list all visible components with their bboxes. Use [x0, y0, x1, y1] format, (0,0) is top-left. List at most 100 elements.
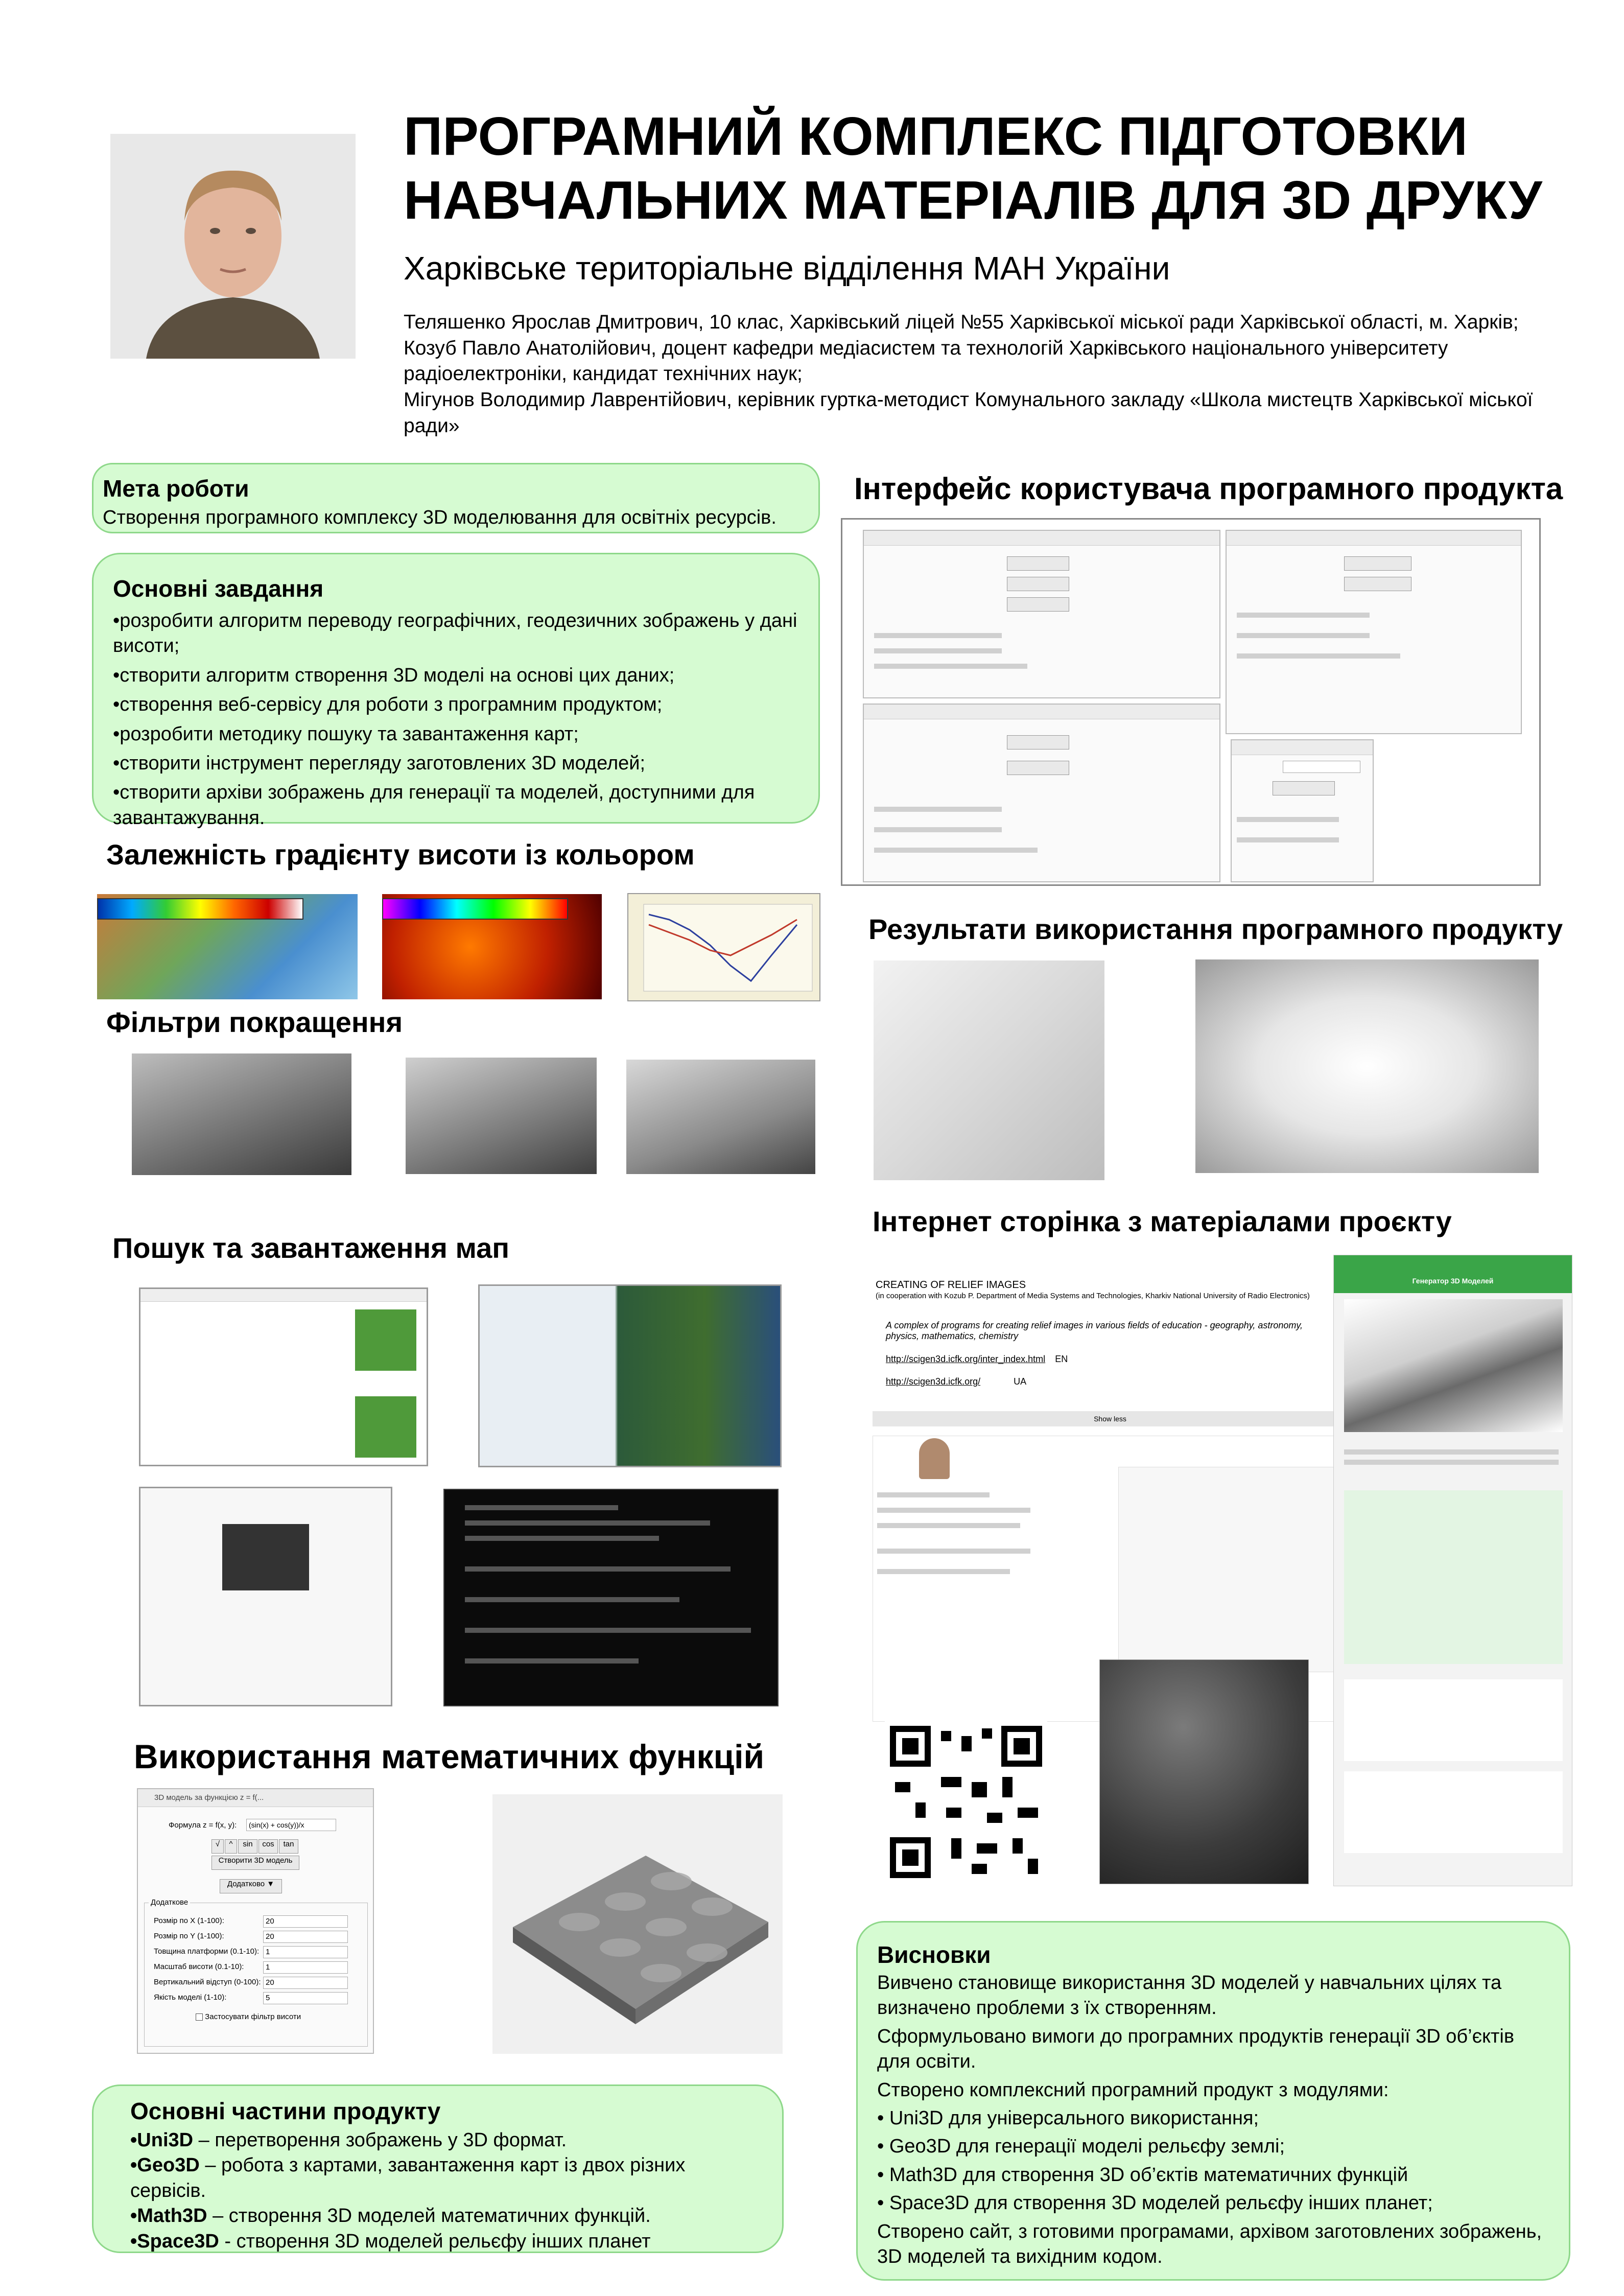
web-heading: CREATING OF RELIEF IMAGES — [876, 1279, 1026, 1291]
console-line — [465, 1658, 639, 1664]
part-name: •Geo3D — [130, 2154, 200, 2176]
platform-thickness-value: 1 — [266, 1948, 270, 1956]
model-quality-input[interactable]: 5 — [263, 1992, 348, 2004]
cos-button[interactable]: cos — [258, 1839, 278, 1854]
result-print-1 — [874, 960, 1104, 1180]
model-quality-label: Якість моделі (1-10): — [154, 1993, 227, 2002]
author-photo-illustration — [110, 134, 356, 359]
ui-window-image-to-3d — [863, 530, 1220, 698]
checkbox-box — [196, 2013, 203, 2021]
task-item: •розробити алгоритм переводу географічни… — [113, 610, 797, 657]
web-link-ua[interactable]: http://scigen3d.icfk.org/ — [886, 1376, 981, 1387]
site-text-line — [1344, 1449, 1559, 1455]
site-text-line — [1344, 1460, 1559, 1465]
math-surface-svg — [513, 1856, 768, 2024]
ui-window-titlebar — [864, 705, 1219, 719]
profile-text-line — [877, 1492, 990, 1497]
conclusions-title: Висновки — [877, 1941, 991, 1968]
show-less-button[interactable]: Show less — [873, 1411, 1348, 1426]
gradient-map-2 — [382, 894, 602, 999]
part-space3d: •Space3D - створення 3D моделей рельєфу … — [130, 2229, 745, 2254]
power-button[interactable]: ^ — [225, 1839, 237, 1854]
ui-window-button — [1007, 735, 1069, 749]
profile-model-list — [1118, 1467, 1344, 1672]
vertical-offset-input[interactable]: 20 — [263, 1977, 348, 1989]
ui-window-button — [1007, 577, 1069, 591]
model-quality-value: 5 — [266, 1994, 270, 2002]
part-name: •Space3D — [130, 2230, 219, 2252]
height-scale-label: Масштаб висоти (0.1-10): — [154, 1962, 244, 1971]
relief-map-screenshot — [1099, 1659, 1309, 1884]
height-filter-label: Застосувати фільтр висоти — [205, 2012, 301, 2021]
parts-box: Основні частини продукту •Uni3D – перетв… — [92, 2084, 784, 2253]
conclusions-box: Висновки Вивчено становище використання … — [856, 1921, 1570, 2281]
platform-thickness-input[interactable]: 1 — [263, 1946, 348, 1958]
formula-input[interactable]: (sin(x) + cos(y))/x — [246, 1819, 336, 1831]
tasks-box: Основні завдання •розробити алгоритм пер… — [92, 553, 820, 829]
extra-group-label: Додаткове — [149, 1898, 191, 1907]
authors-block: Теляшенко Ярослав Дмитрович, 10 клас, Ха… — [404, 310, 1563, 439]
sqrt-button[interactable]: √ — [211, 1839, 224, 1854]
ui-window-titlebar — [1232, 740, 1373, 755]
conclusion-line: Сформульовано вимоги до програмних проду… — [877, 2025, 1515, 2073]
height-scale-input[interactable]: 1 — [263, 1961, 348, 1974]
author-photo — [110, 134, 356, 359]
formula-label: Формула z = f(x, y): — [169, 1821, 237, 1830]
ui-screenshots-panel — [841, 518, 1541, 886]
poster-title-line1: ПРОГРАМНИЙ КОМПЛЕКС ПІДГОТОВКИ — [404, 106, 1468, 167]
ui-window-geo3d — [863, 704, 1220, 882]
console-output-screenshot — [443, 1489, 779, 1706]
goal-box: Мета роботи Створення програмного компле… — [92, 463, 820, 533]
goal-title: Мета роботи — [103, 475, 249, 502]
part-desc: – створення 3D моделей математичних функ… — [207, 2205, 651, 2227]
web-page-screenshot: CREATING OF RELIEF IMAGES (in cooperatio… — [873, 1276, 1348, 1430]
web-link-en-lang: EN — [1055, 1354, 1068, 1364]
profile-avatar — [919, 1438, 950, 1479]
result-print-2 — [1195, 959, 1539, 1173]
part-desc: – перетворення зображень у 3D формат. — [193, 2129, 567, 2151]
cos-button-label: cos — [262, 1840, 274, 1848]
size-y-input[interactable]: 20 — [263, 1931, 348, 1943]
filters-section-title: Фільтри покращення — [106, 1006, 403, 1038]
web-link-ua-lang: UA — [1014, 1376, 1027, 1387]
part-desc: - створення 3D моделей рельєфу інших пла… — [219, 2230, 651, 2252]
create-model-label: Створити 3D модель — [218, 1856, 293, 1865]
web-link-en[interactable]: http://scigen3d.icfk.org/inter_index.htm… — [886, 1354, 1046, 1364]
author-1: Теляшенко Ярослав Дмитрович, 10 клас, Ха… — [404, 311, 1519, 333]
conclusion-line: • Geo3D для генерації моделі рельєфу зем… — [877, 2136, 1285, 2158]
author-2: Козуб Павло Анатолійович, доцент кафедри… — [404, 337, 1448, 385]
web-description: A complex of programs for creating relie… — [886, 1320, 1303, 1341]
map-thumb — [355, 1396, 416, 1458]
create-model-button[interactable]: Створити 3D модель — [211, 1856, 299, 1870]
ui-window-line — [874, 648, 1002, 653]
height-filter-checkbox[interactable]: Застосувати фільтр висоти — [196, 2012, 301, 2021]
site-hero-model — [1344, 1299, 1563, 1432]
math3d-window: 3D модель за функцією z = f(... Формула … — [137, 1788, 374, 2054]
sin-button[interactable]: sin — [238, 1839, 257, 1854]
console-line — [465, 1505, 618, 1510]
vertical-offset-value: 20 — [266, 1978, 274, 1987]
gradient-map-1 — [97, 894, 358, 999]
map-service-screenshot — [478, 1284, 782, 1467]
ui-window-line — [874, 807, 1002, 812]
poster-title: ПРОГРАМНИЙ КОМПЛЕКС ПІДГОТОВКИ НАВЧАЛЬНИ… — [404, 105, 1542, 232]
map-thumb — [355, 1309, 416, 1371]
map-loader-window-screenshot — [139, 1487, 392, 1706]
ui-window-math3d — [1231, 739, 1374, 882]
table-header-bar — [140, 1289, 427, 1302]
part-desc: – робота з картами, завантаження карт із… — [130, 2154, 686, 2201]
generator-site-screenshot: Генератор 3D Моделей — [1333, 1255, 1572, 1886]
ui-window-line — [874, 664, 1027, 669]
ui-window-button — [1007, 556, 1069, 571]
search-section-title: Пошук та завантаження мап — [112, 1232, 510, 1264]
size-x-label: Розмір по X (1-100): — [154, 1916, 224, 1925]
size-x-input[interactable]: 20 — [263, 1915, 348, 1928]
tan-button[interactable]: tan — [279, 1839, 298, 1854]
console-line — [465, 1597, 679, 1602]
ui-window-line — [874, 848, 1038, 853]
ui-window-button — [1273, 781, 1335, 795]
web-link-ua-row: http://scigen3d.icfk.org/ UA — [886, 1376, 1026, 1387]
ui-window-line — [1237, 633, 1370, 638]
extra-options-button[interactable]: Додатково ▼ — [220, 1879, 282, 1893]
console-line — [465, 1628, 751, 1633]
